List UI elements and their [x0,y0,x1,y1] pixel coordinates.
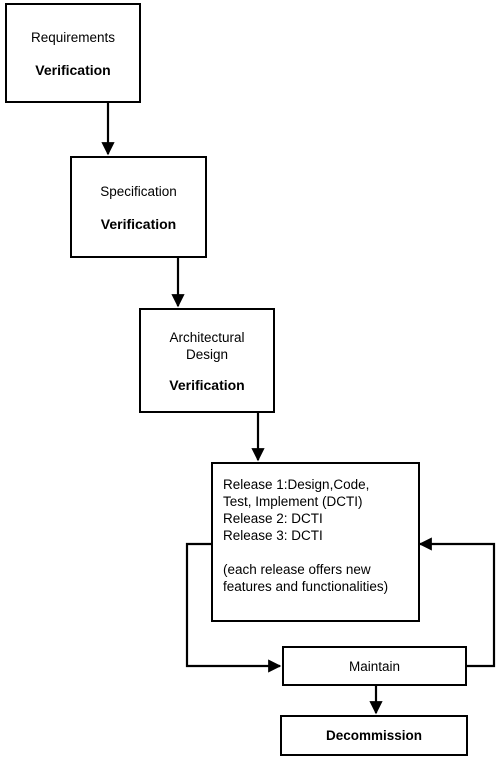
release-3-line: Release 3: DCTI [223,528,323,543]
arrow-releases-to-maintain [185,542,282,673]
release-1-line2: Test, Implement (DCTI) [223,494,363,509]
maintain-label: Maintain [348,658,401,674]
specification-box: Specification Verification [70,156,207,258]
arrow-maintain-to-releases [418,537,496,668]
releases-box: Release 1:Design,Code, Test, Implement (… [211,462,420,622]
releases-note-line1: (each release offers new [223,562,371,577]
specification-verification: Verification [100,215,177,232]
release-1-line1: Release 1:Design,Code, [223,477,370,492]
requirements-title: Requirements [30,29,116,45]
decommission-box: Decommission [280,715,468,756]
architectural-verification: Verification [169,376,245,393]
requirements-verification: Verification [35,61,111,78]
specification-title: Specification [100,183,177,199]
architectural-title-line2: Design [185,346,229,362]
decommission-label: Decommission [325,728,423,743]
architectural-title-line1: Architectural [169,329,245,345]
architectural-design-box: Architectural Design Verification [139,308,275,413]
maintain-box: Maintain [282,646,467,686]
requirements-box: Requirements Verification [5,3,141,103]
release-2-line: Release 2: DCTI [223,511,323,526]
releases-note-line2: features and functionalities) [223,579,389,594]
